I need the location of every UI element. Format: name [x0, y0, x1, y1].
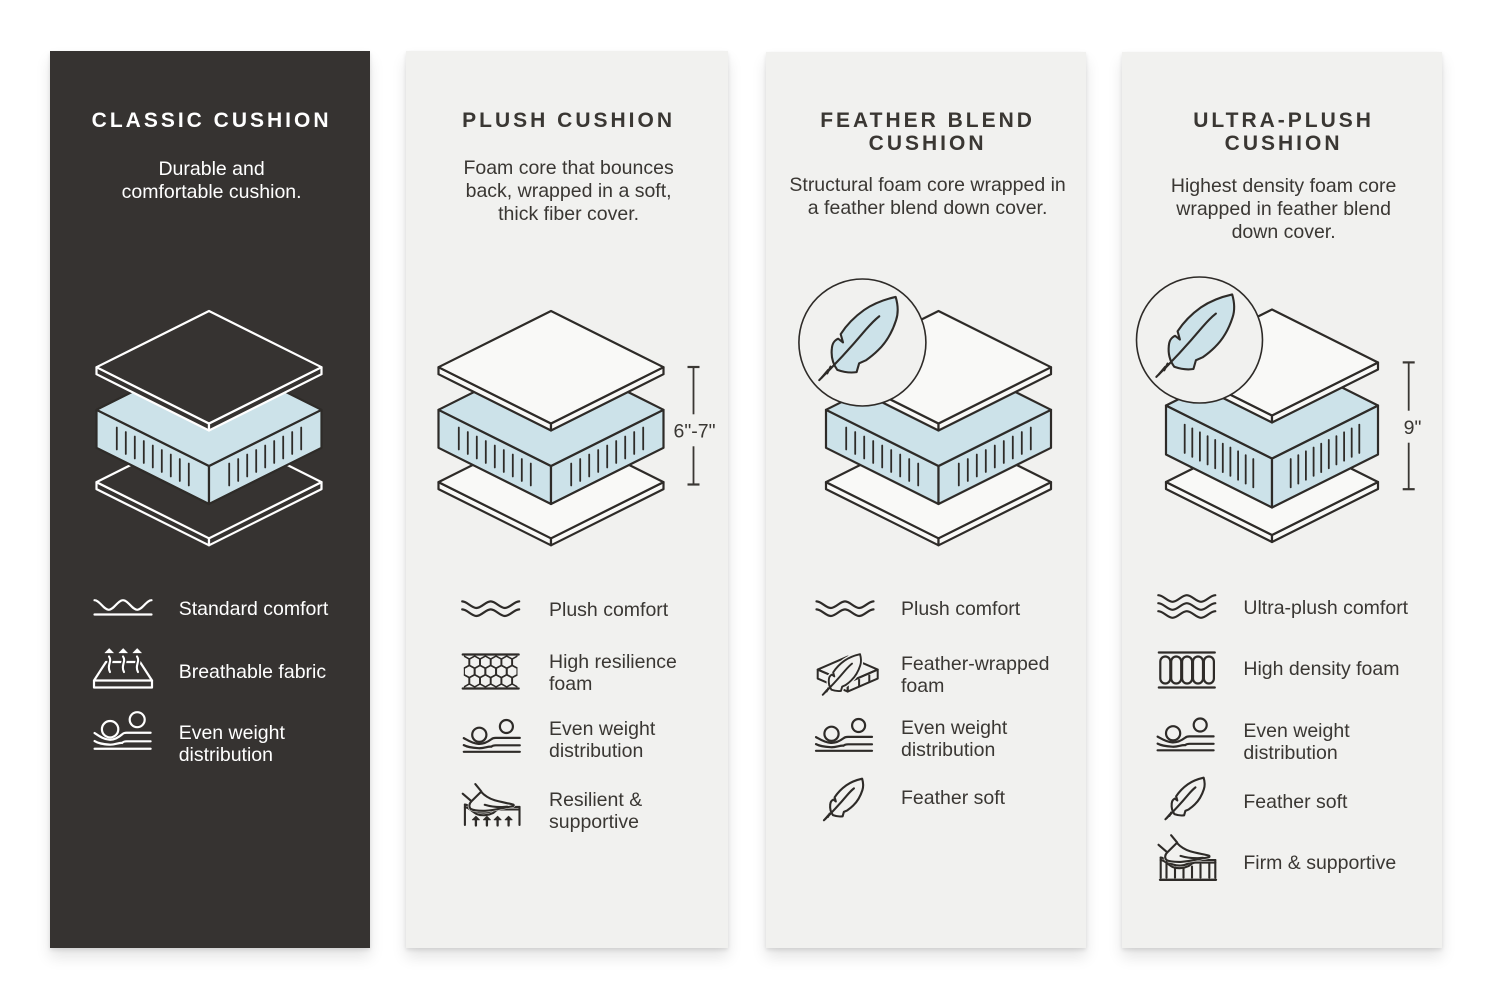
- svg-text:9": 9": [1404, 417, 1422, 439]
- svg-text:6"-7": 6"-7": [673, 421, 715, 443]
